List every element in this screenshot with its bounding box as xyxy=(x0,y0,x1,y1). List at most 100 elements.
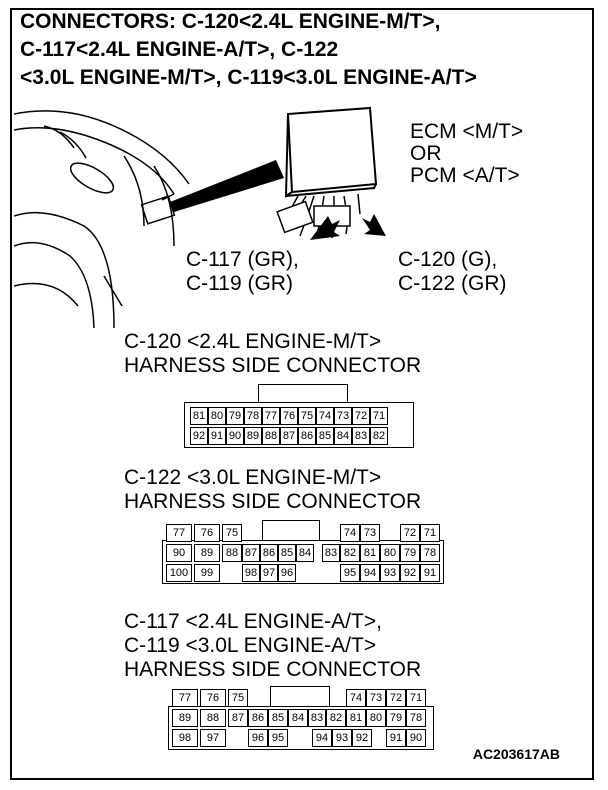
connector-pin: 99 xyxy=(194,564,220,582)
connector-pin: 98 xyxy=(172,729,198,747)
connector-pin: 94 xyxy=(312,729,332,747)
section-c122-title-line-2: HARNESS SIDE CONNECTOR xyxy=(124,490,422,513)
connector-pin: 75 xyxy=(298,407,316,425)
connector-pin: 76 xyxy=(280,407,298,425)
left-connector-label-line-1: C-117 (GR), xyxy=(186,248,299,271)
connector-pin: 74 xyxy=(316,407,334,425)
connector-pin: 86 xyxy=(298,427,316,445)
connector-pin: 78 xyxy=(244,407,262,425)
ecm-label-line-1: ECM <M/T> xyxy=(410,120,524,143)
connector-pin: 90 xyxy=(406,729,426,747)
section-c117-title-line-3: HARNESS SIDE CONNECTOR xyxy=(124,658,422,681)
connector-pin: 81 xyxy=(360,544,380,562)
connector-pin: 74 xyxy=(346,689,366,707)
section-c120-title-line-1: C-120 <2.4L ENGINE-M/T> xyxy=(124,330,382,353)
connector-pin: 82 xyxy=(340,544,360,562)
connector-pin: 77 xyxy=(262,407,280,425)
connector-pin: 83 xyxy=(352,427,370,445)
connector-pin: 97 xyxy=(260,564,278,582)
connector-pin: 72 xyxy=(400,524,420,542)
connector-pin: 84 xyxy=(288,709,308,727)
connector-pin: 87 xyxy=(228,709,248,727)
ecm-label-line-3: PCM <A/T> xyxy=(410,164,520,187)
connector-pin: 88 xyxy=(200,709,226,727)
connector-pin: 77 xyxy=(166,524,192,542)
connector-pin: 79 xyxy=(226,407,244,425)
connector-pin: 97 xyxy=(200,729,226,747)
connector-pin: 83 xyxy=(322,544,340,562)
connector-pin: 87 xyxy=(242,544,260,562)
section-c122-title-line-1: C-122 <3.0L ENGINE-M/T> xyxy=(124,466,382,489)
connector-pin: 90 xyxy=(166,544,192,562)
connector-pin: 92 xyxy=(352,729,372,747)
connector-pin: 84 xyxy=(296,544,314,562)
connector-pin: 76 xyxy=(194,524,220,542)
connector-pin: 93 xyxy=(380,564,400,582)
connector-pin: 94 xyxy=(360,564,380,582)
right-connector-label-line-2: C-122 (GR) xyxy=(398,272,507,295)
vehicle-dashboard-illustration xyxy=(14,106,386,328)
connector-pin: 86 xyxy=(248,709,268,727)
connector-pin: 91 xyxy=(208,427,226,445)
connector-pin: 77 xyxy=(172,689,198,707)
connector-pin: 89 xyxy=(244,427,262,445)
connector-pin: 83 xyxy=(308,709,326,727)
connector-pin: 89 xyxy=(172,709,198,727)
connector-pin: 73 xyxy=(334,407,352,425)
connector-pin: 90 xyxy=(226,427,244,445)
connector-pin: 87 xyxy=(280,427,298,445)
title-line-3: <3.0L ENGINE-M/T>, C-119<3.0L ENGINE-A/T… xyxy=(20,66,477,89)
connector-pin: 100 xyxy=(166,564,192,582)
connector-pin: 80 xyxy=(380,544,400,562)
ecm-label-line-2: OR xyxy=(410,142,442,165)
connector-pin: 74 xyxy=(340,524,360,542)
connector-pin: 92 xyxy=(190,427,208,445)
connector-pin: 82 xyxy=(326,709,346,727)
connector-pin: 92 xyxy=(400,564,420,582)
connector-pin: 93 xyxy=(332,729,352,747)
connector-pin: 80 xyxy=(366,709,386,727)
connector-pin: 71 xyxy=(406,689,426,707)
connector-pin: 80 xyxy=(208,407,226,425)
connector-pin: 79 xyxy=(400,544,420,562)
section-c117-title-line-2: C-119 <3.0L ENGINE-A/T> xyxy=(124,634,377,657)
connector-pin: 71 xyxy=(370,407,388,425)
connector-pin: 91 xyxy=(386,729,406,747)
title-line-1: CONNECTORS: C-120<2.4L ENGINE-M/T>, xyxy=(20,10,441,33)
connector-pin: 85 xyxy=(278,544,296,562)
section-c120-title-line-2: HARNESS SIDE CONNECTOR xyxy=(124,354,422,377)
connector-pin: 96 xyxy=(248,729,268,747)
connector-lock-tab xyxy=(258,384,348,404)
connector-pin: 89 xyxy=(194,544,220,562)
figure-code: AC203617AB xyxy=(472,746,560,762)
connector-lock-tab xyxy=(262,520,320,542)
connector-pin: 88 xyxy=(262,427,280,445)
connector-pin: 73 xyxy=(366,689,386,707)
connector-pin: 79 xyxy=(386,709,406,727)
connector-pin: 96 xyxy=(278,564,296,582)
connector-pin: 76 xyxy=(200,689,226,707)
connector-pin: 78 xyxy=(406,709,426,727)
connector-pin: 95 xyxy=(340,564,360,582)
title-line-2: C-117<2.4L ENGINE-A/T>, C-122 xyxy=(20,38,339,61)
connector-pin: 81 xyxy=(346,709,366,727)
connector-pin: 75 xyxy=(228,689,248,707)
connector-pin: 85 xyxy=(316,427,334,445)
connector-pin: 72 xyxy=(352,407,370,425)
connector-pin: 98 xyxy=(242,564,260,582)
connector-lock-tab xyxy=(270,686,330,708)
connector-pin: 82 xyxy=(370,427,388,445)
diagram-frame xyxy=(10,8,594,780)
connector-pin: 84 xyxy=(334,427,352,445)
section-c117-title-line-1: C-117 <2.4L ENGINE-A/T>, xyxy=(124,610,382,633)
connector-pin: 85 xyxy=(268,709,288,727)
connector-pin: 78 xyxy=(420,544,440,562)
connector-pin: 95 xyxy=(268,729,288,747)
connector-pin: 72 xyxy=(386,689,406,707)
connector-pin: 91 xyxy=(420,564,440,582)
connector-pin: 88 xyxy=(222,544,242,562)
connector-pin: 81 xyxy=(190,407,208,425)
right-connector-label-line-1: C-120 (G), xyxy=(398,248,498,271)
connector-pin: 75 xyxy=(222,524,242,542)
connector-pin: 71 xyxy=(420,524,440,542)
